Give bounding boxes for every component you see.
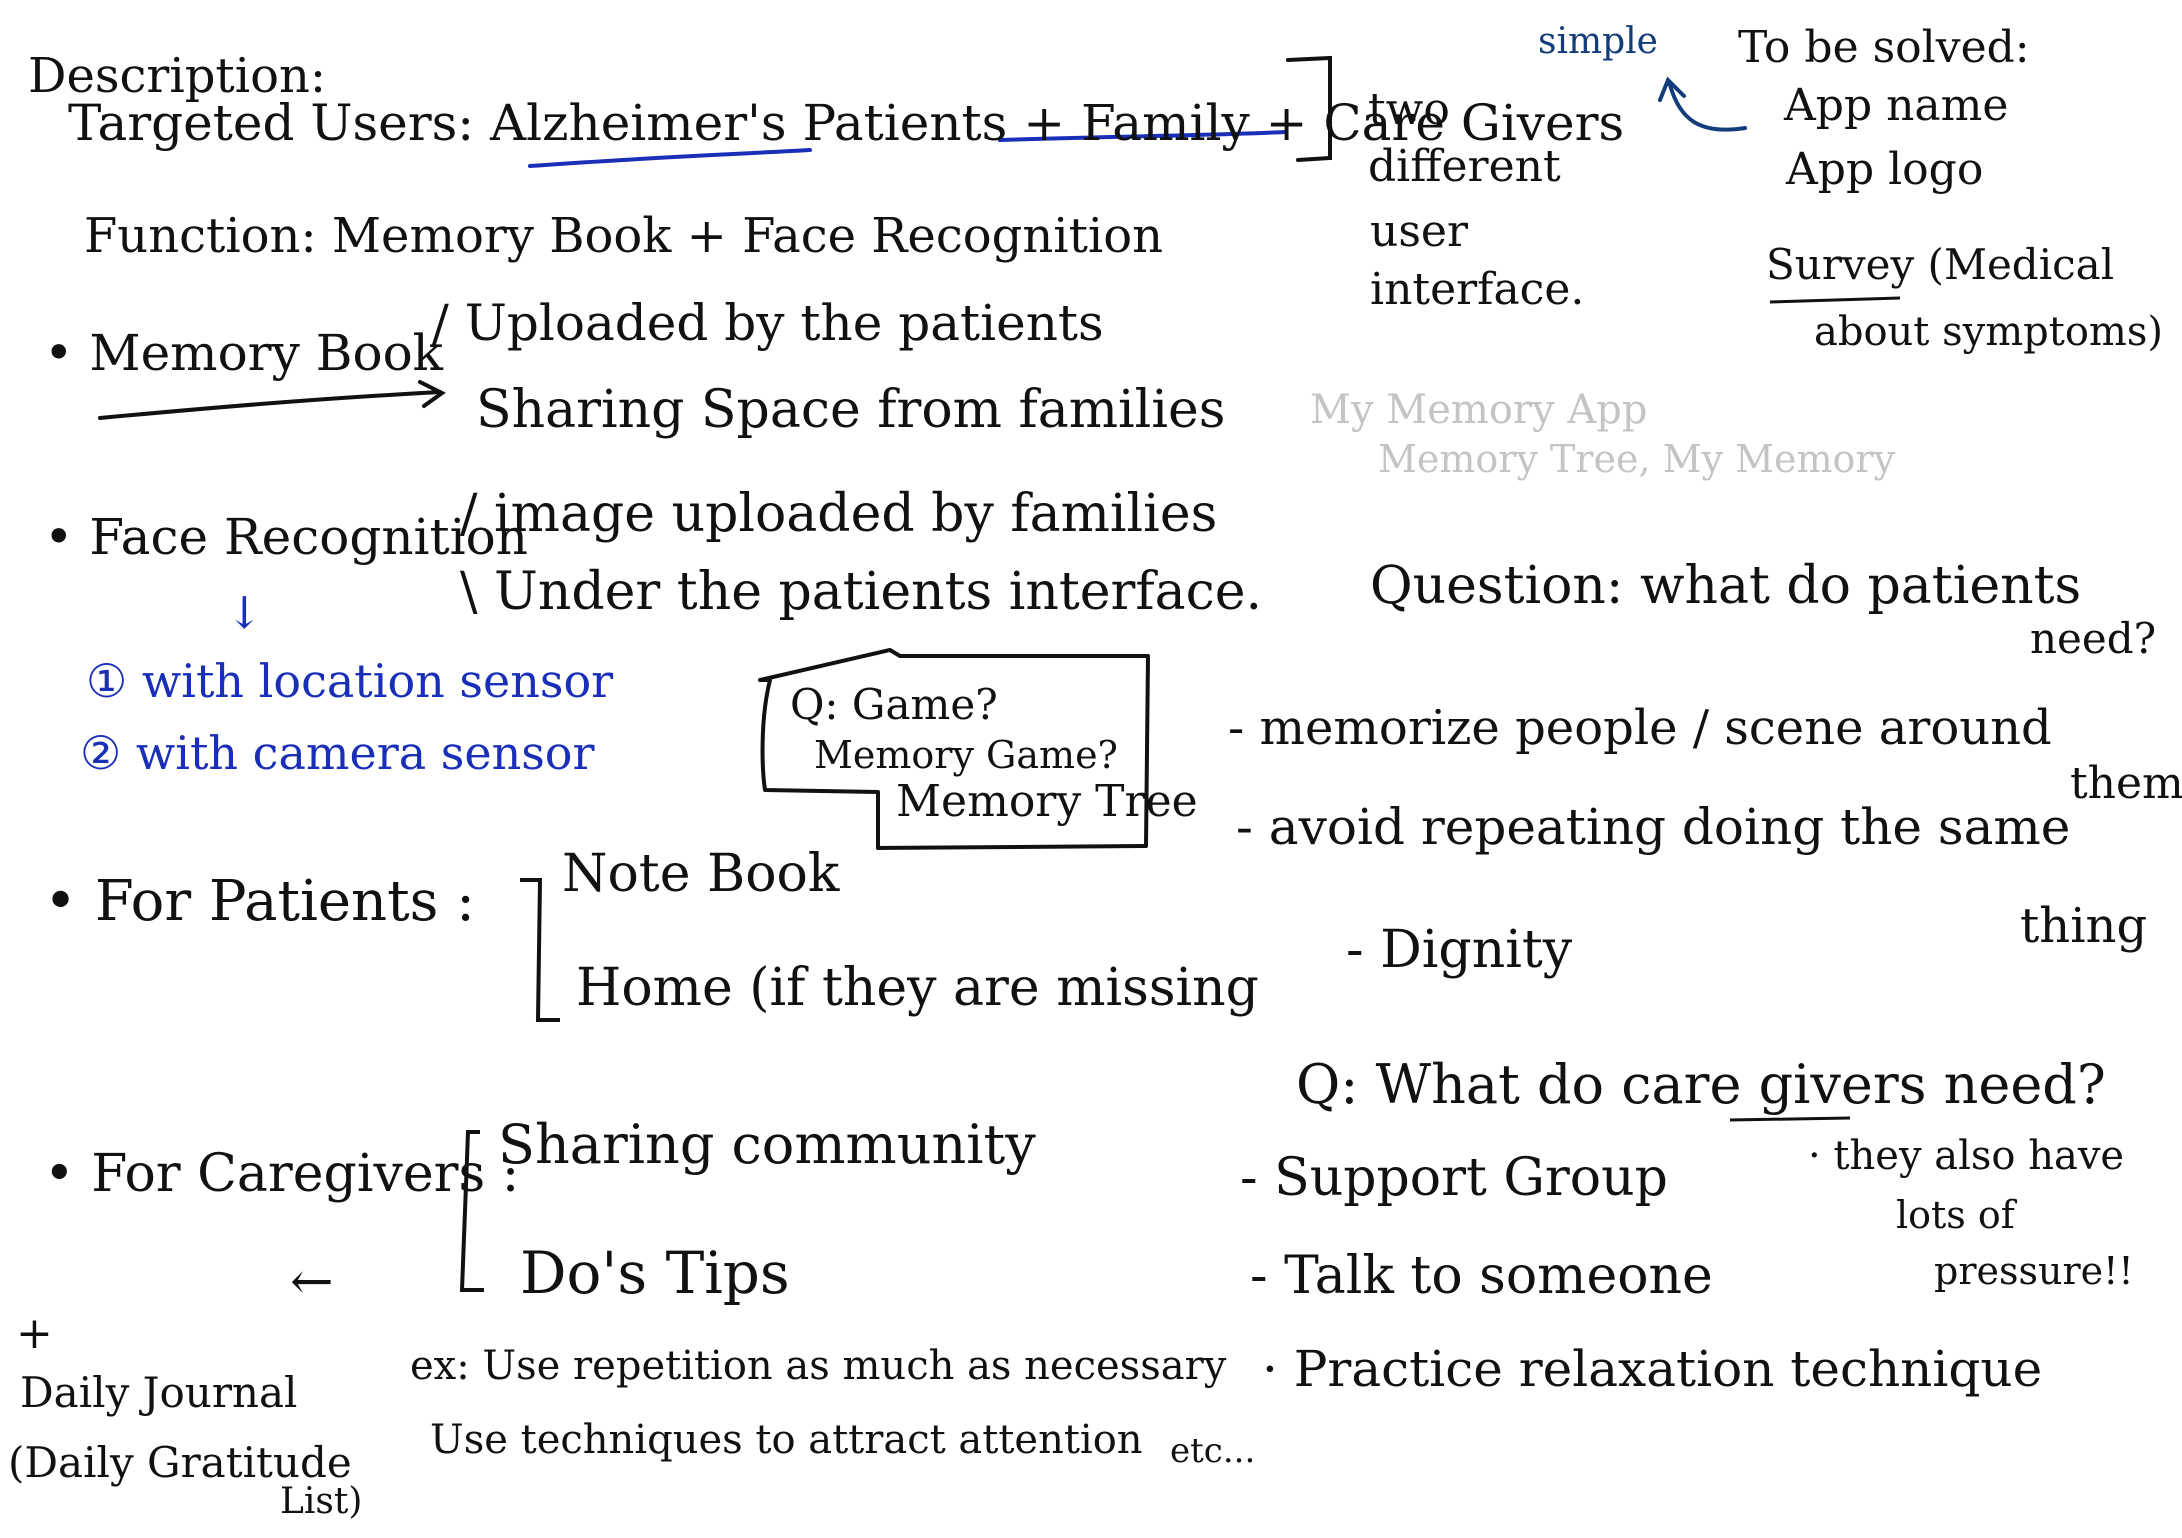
daily-journal-line: List) <box>280 1481 363 1522</box>
face-recognition-label: • Face Recognition <box>44 508 528 566</box>
daily-journal-line: Daily Journal <box>20 1368 298 1417</box>
two-interfaces-3: user <box>1370 206 1468 257</box>
underline-care-givers <box>1729 1116 1851 1122</box>
hook-arrow <box>1668 83 1747 132</box>
function-line: Function: Memory Book + Face Recognition <box>84 208 1164 264</box>
question-box <box>758 648 1150 850</box>
arrow-head <box>418 380 446 408</box>
for-caregivers-item: Sharing community <box>498 1113 1036 1176</box>
simple-note: simple <box>1538 21 1658 62</box>
bracket-stroke <box>1286 55 1332 162</box>
question-box-line: Q: Game? <box>790 680 998 729</box>
patients-need-item: - avoid repeating doing the same <box>1236 798 2071 856</box>
memory-book-label: • Memory Book <box>44 324 443 382</box>
targeted-users: Targeted Users: Alzheimer's Patients + F… <box>68 94 1625 152</box>
for-patients-label: • For Patients : <box>44 869 475 934</box>
down-arrow-icon: ↓ <box>226 588 263 639</box>
two-interfaces-2: different <box>1368 141 1561 192</box>
for-caregivers-item: Do's Tips <box>520 1239 790 1307</box>
arrow-underline <box>98 390 442 420</box>
daily-journal-line: (Daily Gratitude <box>8 1438 352 1487</box>
underline-caregivers <box>998 130 1288 142</box>
example-line: Use techniques to attract attention <box>430 1417 1143 1463</box>
caregivers-question: Q: What do care givers need? <box>1296 1053 2106 1116</box>
underline-survey <box>1769 296 1901 304</box>
to-be-solved-title: To be solved: <box>1738 22 2030 73</box>
memory-book-item: Sharing Space from families <box>476 380 1226 440</box>
caregivers-bracket <box>459 1130 484 1292</box>
face-recognition-item: \ Under the patients interface. <box>460 562 1263 622</box>
patients-question-cont: need? <box>2030 614 2157 663</box>
underline-patients <box>528 148 812 168</box>
question-box-line: Memory Game? <box>814 733 1118 777</box>
plus-sign: + <box>16 1308 53 1359</box>
patients-need-item: - Dignity <box>1346 920 1573 980</box>
patients-need-item: thing <box>2020 898 2148 954</box>
for-caregivers-label: • For Caregivers : <box>44 1144 520 1204</box>
for-patients-item: Home (if they are missing <box>576 958 1259 1018</box>
sensor-item: ② with camera sensor <box>80 726 595 780</box>
to-be-solved-item: App logo <box>1786 144 1984 195</box>
survey-line-1: Survey (Medical <box>1766 240 2115 289</box>
sensor-item: ① with location sensor <box>86 654 614 708</box>
description-heading: Description: <box>28 48 327 104</box>
to-be-solved-item: App name <box>1784 80 2009 131</box>
patients-bracket <box>520 878 560 1022</box>
example-line: ex: Use repetition as much as necessary <box>410 1343 1227 1389</box>
face-recognition-item: / image uploaded by families <box>460 484 1218 544</box>
caregivers-note: lots of <box>1896 1193 2015 1237</box>
memory-book-item: / Uploaded by the patients <box>432 294 1104 352</box>
caregivers-need-item: · Practice relaxation technique <box>1262 1340 2043 1398</box>
patients-need-item: - memorize people / scene around <box>1228 700 2052 756</box>
app-name-idea: Memory Tree, My Memory <box>1378 437 1896 481</box>
two-interfaces-1: two <box>1368 84 1450 135</box>
etc-note: etc... <box>1170 1431 1256 1471</box>
for-patients-item: Note Book <box>562 844 840 904</box>
caregivers-need-item: - Talk to someone <box>1250 1246 1713 1306</box>
app-name-idea: My Memory App <box>1310 387 1648 433</box>
caregivers-note: pressure!! <box>1934 1249 2134 1293</box>
hook-arrow-head <box>1658 76 1686 102</box>
survey-line-2: about symptoms) <box>1814 309 2163 355</box>
question-box-line: Memory Tree <box>896 776 1198 827</box>
caregivers-note: · they also have <box>1808 1133 2125 1179</box>
patients-need-item: them <box>2070 758 2182 809</box>
caregivers-need-item: - Support Group <box>1240 1148 1668 1208</box>
two-interfaces-4: interface. <box>1370 264 1585 315</box>
left-arrow-icon: ← <box>290 1252 334 1312</box>
patients-question: Question: what do patients <box>1370 556 2082 616</box>
